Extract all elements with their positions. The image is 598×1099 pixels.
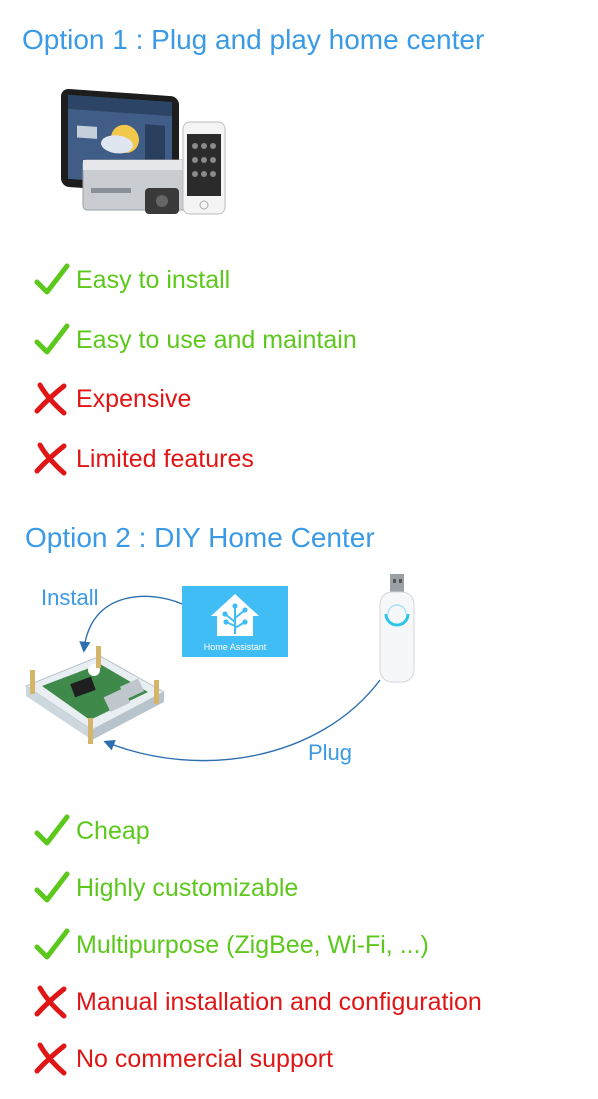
install-label: Install bbox=[41, 585, 99, 610]
home-assistant-house-icon bbox=[211, 594, 259, 636]
option2-item-cheap: Cheap bbox=[34, 813, 150, 849]
install-arrow bbox=[79, 595, 183, 653]
cross-icon bbox=[34, 442, 67, 476]
option1-item-limited: Limited features bbox=[34, 441, 254, 477]
check-icon bbox=[34, 928, 70, 960]
check-icon bbox=[34, 814, 70, 846]
option2-item-customizable: Highly customizable bbox=[34, 870, 298, 906]
plug-label: Plug bbox=[308, 740, 353, 765]
home-assistant-logo-text: Home Assistant bbox=[203, 642, 267, 652]
option2-item-no-support: No commercial support bbox=[34, 1041, 333, 1077]
option2-item-manual-install: Manual installation and configuration bbox=[34, 984, 482, 1020]
option2-item-multipurpose: Multipurpose (ZigBee, Wi-Fi, ...) bbox=[34, 927, 429, 963]
cross-icon bbox=[34, 1042, 67, 1076]
option1-item-easy-install: Easy to install bbox=[34, 262, 230, 298]
raspberry-pi-image bbox=[24, 646, 166, 744]
option1-item-easy-use: Easy to use and maintain bbox=[34, 322, 357, 358]
home-assistant-logo: Home Assistant bbox=[182, 586, 288, 657]
zigbee-usb-stick-image bbox=[379, 574, 415, 683]
check-icon bbox=[34, 263, 70, 295]
option1-title: Option 1 : Plug and play home center bbox=[22, 24, 485, 55]
home-center-devices-image bbox=[61, 88, 226, 215]
plug-arrow bbox=[103, 679, 381, 762]
option2-title: Option 2 : DIY Home Center bbox=[25, 522, 375, 553]
check-icon bbox=[34, 323, 70, 355]
cross-icon bbox=[34, 382, 67, 416]
cross-icon bbox=[34, 985, 67, 1019]
option1-item-expensive: Expensive bbox=[34, 381, 191, 417]
diagram-connectors bbox=[79, 595, 381, 762]
check-icon bbox=[34, 871, 70, 903]
